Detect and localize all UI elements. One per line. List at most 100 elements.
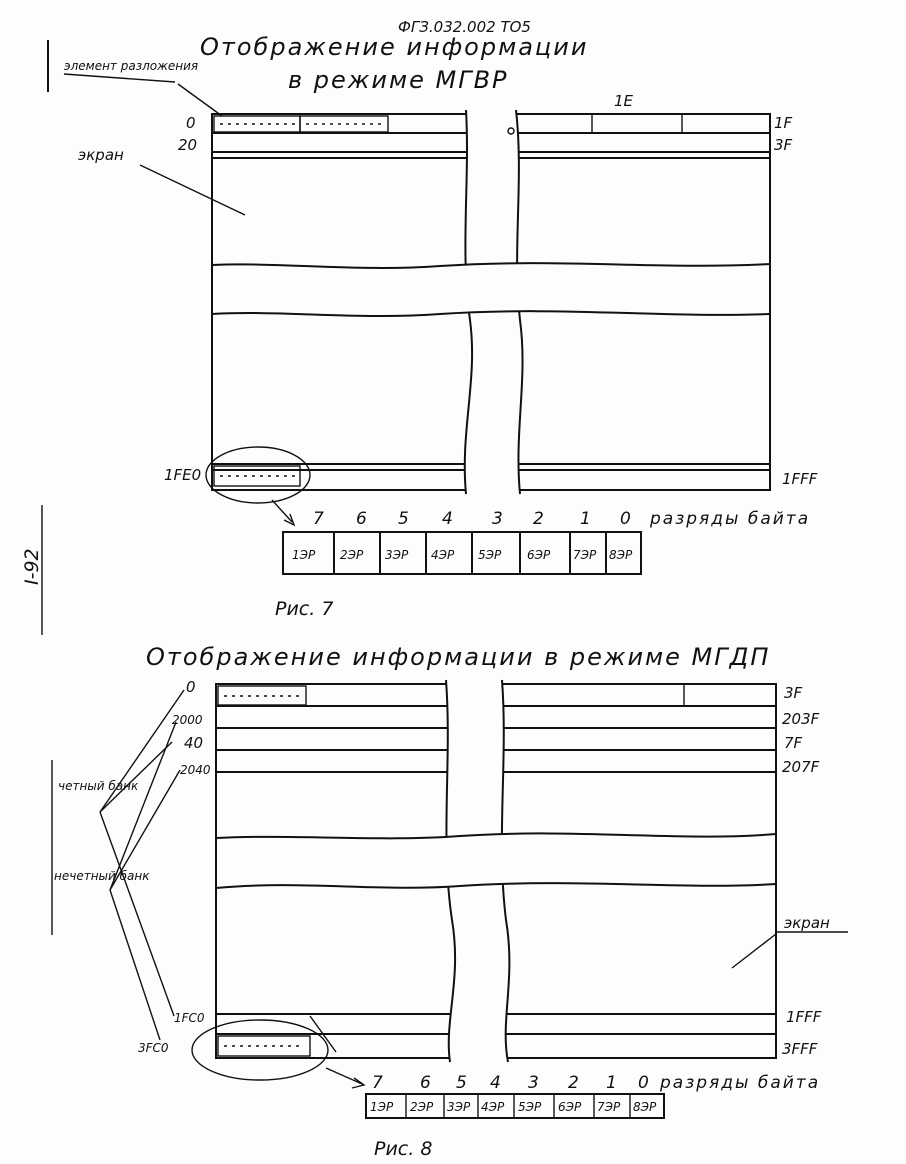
fig7-break-edge [211, 310, 771, 317]
fig8-addr-right: 7F [784, 734, 803, 752]
fig7-label-screen: экран [78, 146, 124, 164]
fig7-addr-left: 0 [186, 114, 196, 132]
fig8-magnifier-arrowhead [351, 1077, 366, 1089]
document-code: ФГЗ.032.002 ТО5 [398, 18, 531, 36]
fig7-cell-label: 5ЭР [478, 548, 502, 562]
fig8-addr-right: 203F [782, 710, 820, 728]
fig7-byte-cells [282, 531, 642, 575]
fig7-element-cell [213, 115, 301, 133]
fig7-bit-number: 0 [620, 509, 633, 529]
fig8-bit-header-suffix: разряды байта [659, 1073, 820, 1093]
fig8-addr-left: 2040 [180, 763, 211, 777]
fig8-label-screen: экран [784, 914, 830, 932]
fig8-bit-number: 4 [490, 1073, 503, 1093]
fig7-ink-dot [507, 127, 515, 135]
fig8-bit-number: 6 [420, 1073, 433, 1093]
fig8-last-element-cell [217, 1035, 311, 1057]
fig7-last-element-cell [213, 465, 301, 487]
fig7-break-edge [463, 109, 474, 495]
fig8-magnifier-tick [309, 1015, 337, 1053]
fig7-caption: Рис. 7 [275, 598, 333, 620]
fig8-magnifier-arrow [325, 1067, 363, 1085]
fig7-cell-dividers [333, 532, 607, 574]
fig7-magnifier-arrowhead [283, 513, 296, 527]
fig7-label-underline [63, 73, 176, 83]
fig7-bit-header-suffix: разряды байта [649, 509, 810, 529]
fig7-element-leader [177, 83, 223, 117]
figure-7: Отображение информации в режиме МГВР эле… [63, 33, 818, 620]
fig8-addr-right: 207F [782, 758, 820, 776]
fig8-cell-dividers [405, 1094, 631, 1118]
fig8-addr-left: 0 [186, 678, 196, 696]
fig8-cell-label: 6ЭР [558, 1100, 582, 1114]
fig8-bit-number: 7 [372, 1073, 385, 1093]
fig7-cell-label: 6ЭР [527, 548, 551, 562]
fig8-bit-number: 1 [606, 1073, 619, 1093]
fig8-bank-connectors [99, 689, 185, 1041]
fig7-bit-number: 2 [533, 509, 546, 529]
fig7-screen-leader [139, 164, 246, 216]
fig8-label-even-bank: четный банк [58, 779, 139, 793]
fig7-addr-right: 3F [774, 136, 793, 154]
fig8-cell-label: 2ЭР [410, 1100, 434, 1114]
fig7-addr-left: 1FE0 [164, 466, 201, 484]
fig8-bit-number: 2 [568, 1073, 581, 1093]
fig8-caption: Рис. 8 [374, 1138, 432, 1160]
fig7-title-line1: Отображение информации [200, 33, 588, 61]
fig7-addr-right: 1FFF [782, 470, 818, 488]
fig8-addr-right: 3F [784, 684, 803, 702]
fig7-cell-label: 3ЭР [385, 548, 409, 562]
fig7-addr-top: 1E [614, 92, 634, 110]
fig8-addr-right: 1FFF [786, 1008, 822, 1026]
fig8-addr-left: 1FC0 [174, 1011, 205, 1025]
fig8-cell-label: 4ЭР [481, 1100, 505, 1114]
fig8-bit-number: 5 [456, 1073, 469, 1093]
fig8-addr-right: 3FFF [782, 1040, 818, 1058]
fig7-title-line2: в режиме МГВР [288, 66, 509, 94]
fig7-bit-number: 4 [442, 509, 455, 529]
fig7-cell-label: 2ЭР [340, 548, 364, 562]
fig8-horizontal-break [212, 833, 780, 888]
fig8-break-edge [445, 679, 457, 1063]
fig7-break-edge [211, 262, 771, 269]
fig7-bit-number: 6 [356, 509, 369, 529]
fig7-horizontal-break [208, 263, 774, 316]
fig8-magnifier-ellipse [191, 1019, 329, 1081]
fig8-break-edge [500, 679, 511, 1063]
fig7-label-element: элемент разложения [64, 59, 198, 73]
fig8-break-edge [215, 832, 777, 840]
fig8-byte-cells [365, 1093, 665, 1119]
margin-note: I-92 [21, 548, 43, 585]
fig8-cell-label: 5ЭР [518, 1100, 542, 1114]
fig7-bit-number: 7 [313, 509, 326, 529]
fig8-screen-leader [731, 933, 777, 969]
fig7-addr-right: 1F [774, 114, 793, 132]
fig7-bit-header: 7 6 5 4 3 2 1 0 разряды байта [313, 509, 810, 529]
fig8-bit-number: 3 [528, 1073, 541, 1093]
fig8-addr-left: 2000 [172, 713, 203, 727]
fig7-cell-label: 4ЭР [431, 548, 455, 562]
fig7-cell-label: 7ЭР [573, 548, 597, 562]
fig7-element-cell [299, 115, 389, 133]
fig7-bit-number: 5 [398, 509, 411, 529]
fig7-break-edge [515, 109, 524, 495]
fig7-magnifier-ellipse [205, 446, 311, 504]
fig7-magnifier-arrow [271, 499, 293, 523]
fig8-title: Отображение информации в режиме МГДП [146, 643, 770, 671]
fig8-cell-label: 1ЭР [370, 1100, 394, 1114]
fig8-cell-label: 3ЭР [447, 1100, 471, 1114]
fig8-break-edge [215, 882, 777, 889]
fig7-addr-left: 20 [178, 136, 197, 154]
fig7-cell-label: 1ЭР [292, 548, 316, 562]
fig8-cell-label: 7ЭР [597, 1100, 621, 1114]
fig8-addr-left: 3FC0 [138, 1041, 169, 1055]
figure-8: Отображение информации в режиме МГДП 0 2… [51, 643, 848, 1160]
fig8-label-odd-bank: нечетный банк [54, 869, 150, 883]
fig7-bit-number: 1 [580, 509, 593, 529]
fig7-bit-number: 3 [492, 509, 505, 529]
fig8-bit-header: 7 6 5 4 3 2 1 0 разряды байта [372, 1073, 820, 1093]
fig8-bit-number: 0 [638, 1073, 651, 1093]
fig8-element-cell [217, 685, 307, 706]
